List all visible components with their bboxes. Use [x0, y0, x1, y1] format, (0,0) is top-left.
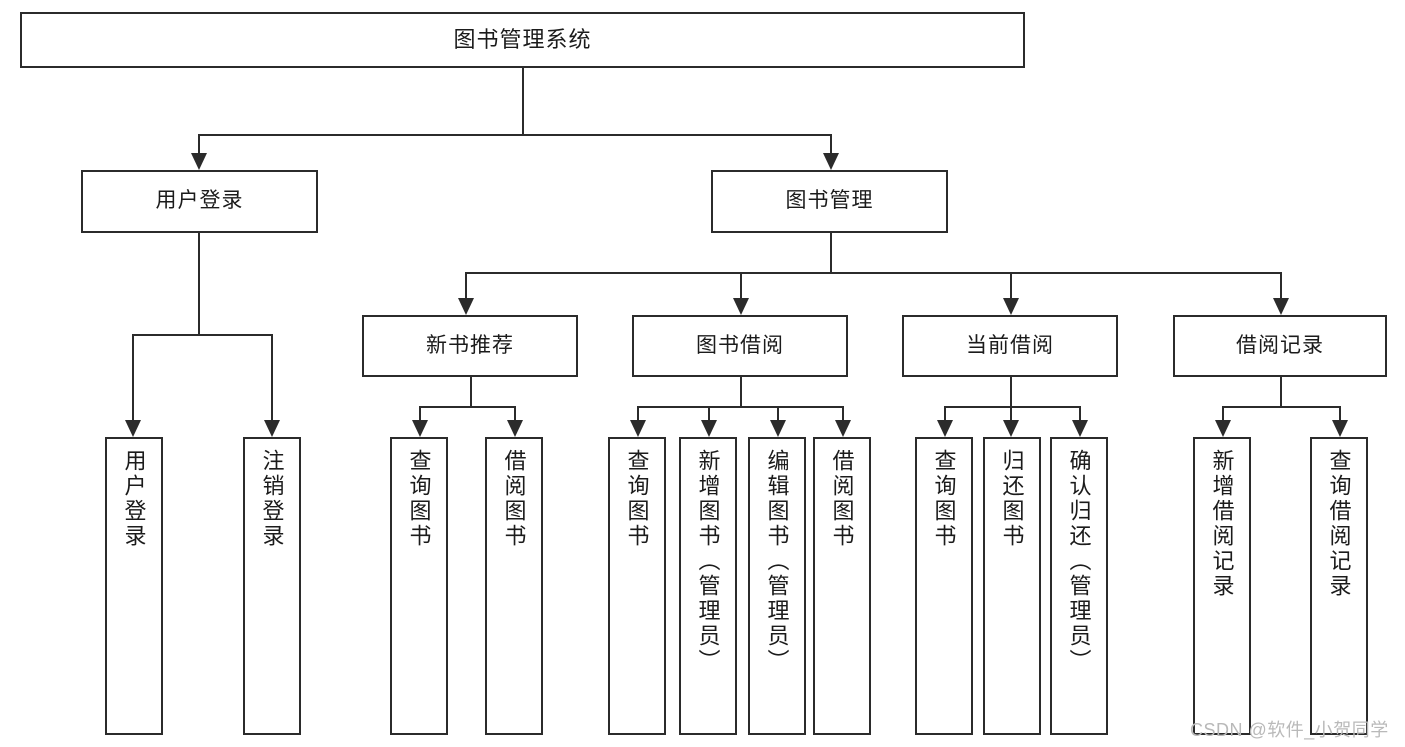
connector-borrow-record-stem	[1280, 377, 1282, 406]
node-label: 图书管理系统	[453, 27, 592, 53]
arrowhead-leaf-query-book-3	[937, 420, 953, 437]
connector-lvl2-leg-1	[465, 272, 467, 298]
arrowhead-leaf-query-record	[1332, 420, 1348, 437]
node-book-borrow[interactable]: 图书借阅	[632, 315, 848, 377]
leaf-label: 确认归还（管理员）	[1066, 449, 1092, 674]
connector-book-borrow-leg-3	[777, 406, 779, 420]
leaf-label: 查询图书	[406, 449, 432, 549]
arrowhead-current-borrow	[1003, 298, 1019, 315]
connector-lvl2-leg-2	[740, 272, 742, 298]
leaf-label: 新增图书（管理员）	[695, 449, 721, 674]
leaf-borrow-book[interactable]: 借阅图书	[813, 437, 871, 735]
connector-borrow-record-leg-2	[1339, 406, 1341, 420]
leaf-label: 归还图书	[999, 449, 1025, 549]
arrowhead-leaf-add-record	[1215, 420, 1231, 437]
node-new-book-recommend[interactable]: 新书推荐	[362, 315, 578, 377]
leaf-label: 注销登录	[259, 449, 285, 549]
node-borrow-record[interactable]: 借阅记录	[1173, 315, 1387, 377]
connector-root-leg-1	[198, 134, 200, 153]
leaf-label: 查询图书	[931, 449, 957, 549]
node-book-management[interactable]: 图书管理	[711, 170, 948, 233]
arrowhead-user-login	[191, 153, 207, 170]
connector-current-borrow-leg-2	[1010, 406, 1012, 420]
connector-book-borrow-bus	[637, 406, 842, 408]
connector-book-borrow-leg-2	[708, 406, 710, 420]
connector-book-borrow-leg-1	[637, 406, 639, 420]
connector-lvl2-leg-4	[1280, 272, 1282, 298]
leaf-label: 用户登录	[121, 449, 147, 549]
leaf-label: 查询图书	[624, 449, 650, 549]
connector-current-borrow-leg-1	[944, 406, 946, 420]
connector-root-stem	[522, 68, 524, 134]
connector-user-login-bus	[132, 334, 271, 336]
leaf-query-book-borrow[interactable]: 查询图书	[608, 437, 666, 735]
node-label: 用户登录	[155, 189, 244, 213]
arrowhead-leaf-logout	[264, 420, 280, 437]
connector-borrow-record-leg-1	[1222, 406, 1224, 420]
node-user-login[interactable]: 用户登录	[81, 170, 318, 233]
connector-lvl2-leg-3	[1010, 272, 1012, 298]
leaf-add-borrow-record[interactable]: 新增借阅记录	[1193, 437, 1251, 735]
leaf-user-login[interactable]: 用户登录	[105, 437, 163, 735]
leaf-label: 借阅图书	[501, 449, 527, 549]
arrowhead-leaf-query-book-2	[630, 420, 646, 437]
leaf-add-book-admin[interactable]: 新增图书（管理员）	[679, 437, 737, 735]
leaf-label: 借阅图书	[829, 449, 855, 549]
leaf-label: 编辑图书（管理员）	[764, 449, 790, 674]
connector-book-management-bus	[465, 272, 1280, 274]
connector-root-leg-2	[830, 134, 832, 153]
arrowhead-leaf-edit-book	[770, 420, 786, 437]
arrowhead-book-borrow	[733, 298, 749, 315]
node-current-borrow[interactable]: 当前借阅	[902, 315, 1118, 377]
connector-borrow-record-bus	[1222, 406, 1339, 408]
arrowhead-leaf-query-book-1	[412, 420, 428, 437]
connector-user-login-stem	[198, 233, 200, 334]
leaf-label: 查询借阅记录	[1326, 449, 1352, 599]
arrowhead-leaf-borrow-book-1	[507, 420, 523, 437]
leaf-edit-book-admin[interactable]: 编辑图书（管理员）	[748, 437, 806, 735]
connector-user-login-leg-2	[271, 334, 273, 420]
node-label: 借阅记录	[1236, 333, 1324, 357]
connector-root-bus	[198, 134, 832, 136]
connector-new-book-leg-2	[514, 406, 516, 420]
leaf-query-book-recommend[interactable]: 查询图书	[390, 437, 448, 735]
connector-new-book-stem	[470, 377, 472, 406]
arrowhead-leaf-user-login	[125, 420, 141, 437]
leaf-label: 新增借阅记录	[1209, 449, 1235, 599]
leaf-logout[interactable]: 注销登录	[243, 437, 301, 735]
arrowhead-leaf-confirm-return	[1072, 420, 1088, 437]
arrowhead-borrow-record	[1273, 298, 1289, 315]
leaf-confirm-return-admin[interactable]: 确认归还（管理员）	[1050, 437, 1108, 735]
arrowhead-leaf-add-book	[701, 420, 717, 437]
arrowhead-new-book-recommend	[458, 298, 474, 315]
connector-current-borrow-stem	[1010, 377, 1012, 406]
arrowhead-book-management	[823, 153, 839, 170]
node-book-management-system[interactable]: 图书管理系统	[20, 12, 1025, 68]
connector-book-borrow-stem	[740, 377, 742, 406]
node-label: 新书推荐	[426, 333, 514, 357]
arrowhead-leaf-borrow-book-2	[835, 420, 851, 437]
connector-current-borrow-leg-3	[1079, 406, 1081, 420]
node-label: 图书管理	[785, 189, 874, 213]
arrowhead-leaf-return-book	[1003, 420, 1019, 437]
connector-new-book-bus	[419, 406, 514, 408]
connector-book-borrow-leg-4	[842, 406, 844, 420]
node-label: 当前借阅	[966, 333, 1054, 357]
leaf-return-book[interactable]: 归还图书	[983, 437, 1041, 735]
connector-book-management-stem	[830, 233, 832, 272]
connector-user-login-leg-1	[132, 334, 134, 420]
connector-new-book-leg-1	[419, 406, 421, 420]
leaf-query-book-current[interactable]: 查询图书	[915, 437, 973, 735]
leaf-query-borrow-record[interactable]: 查询借阅记录	[1310, 437, 1368, 735]
leaf-borrow-book-recommend[interactable]: 借阅图书	[485, 437, 543, 735]
node-label: 图书借阅	[696, 333, 784, 357]
